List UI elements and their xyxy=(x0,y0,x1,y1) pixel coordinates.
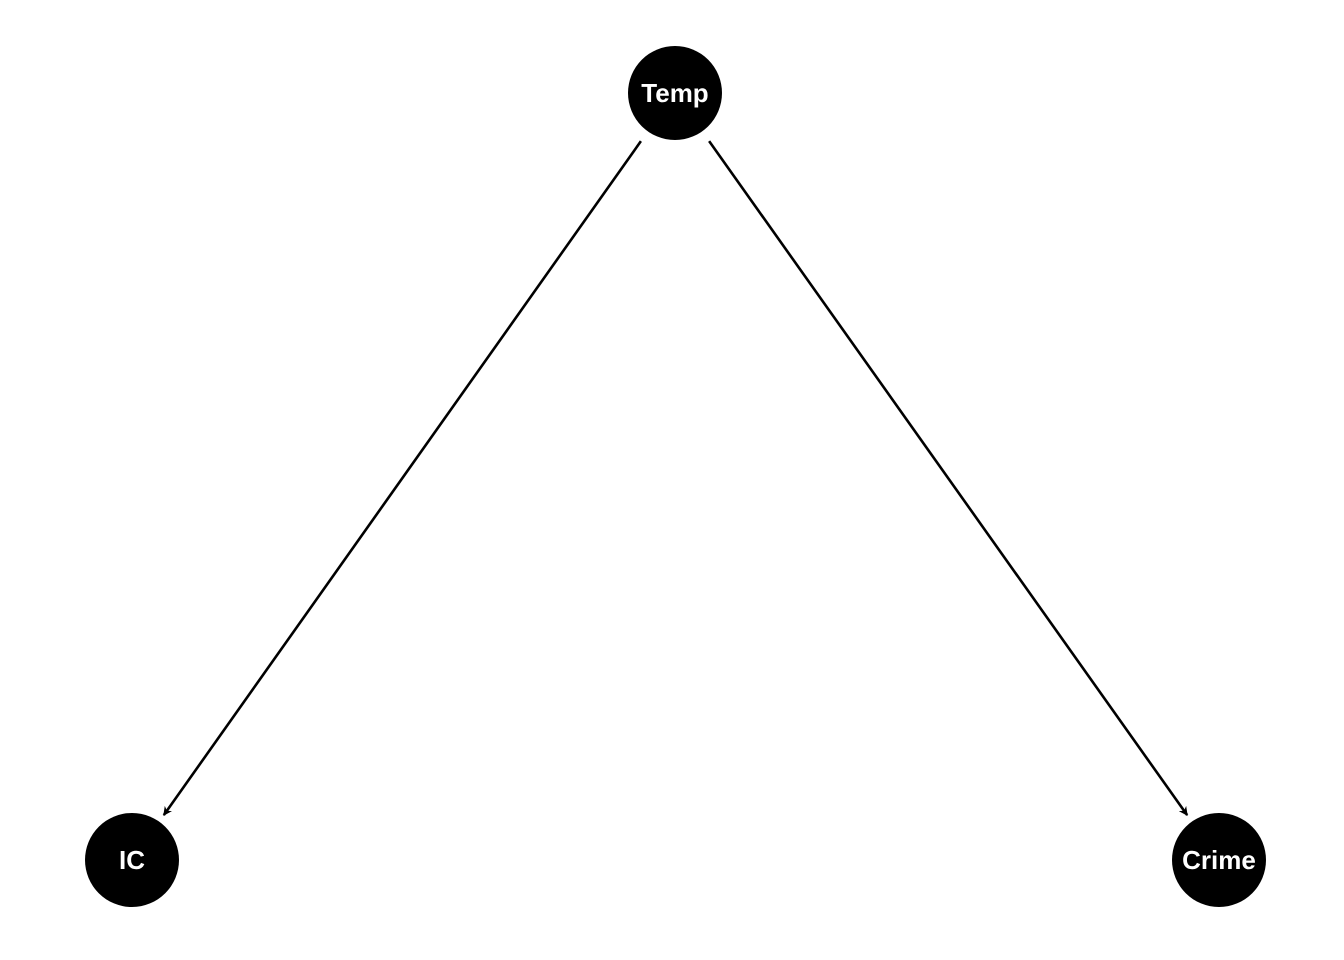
node-crime-label: Crime xyxy=(1182,845,1256,875)
edge-temp-to-ic xyxy=(162,140,642,816)
edge-temp-to-crime xyxy=(708,140,1189,816)
node-ic-label: IC xyxy=(119,845,145,875)
node-ic: IC xyxy=(85,813,179,907)
node-crime: Crime xyxy=(1172,813,1266,907)
node-temp: Temp xyxy=(628,46,722,140)
node-crime-circle xyxy=(1172,813,1266,907)
node-temp-label: Temp xyxy=(641,78,708,108)
node-ic-circle xyxy=(85,813,179,907)
node-temp-circle xyxy=(628,46,722,140)
